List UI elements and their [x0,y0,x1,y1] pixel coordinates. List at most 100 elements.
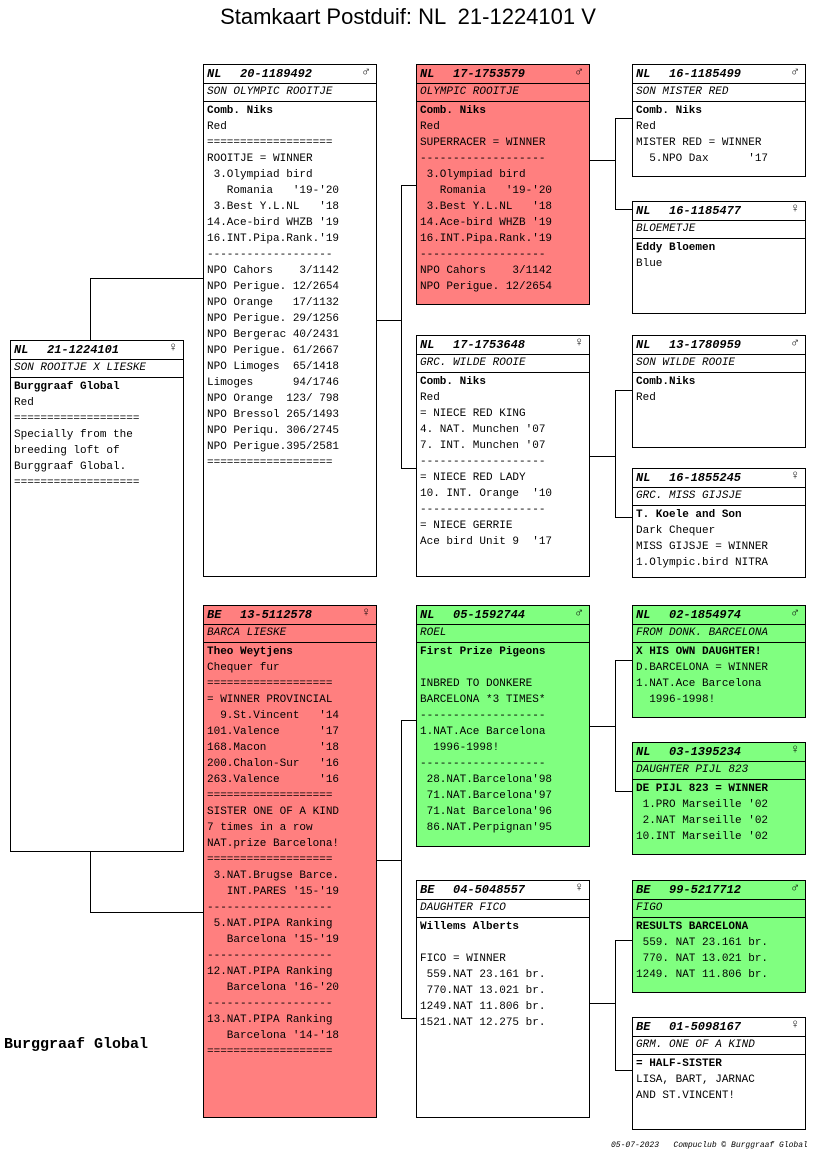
country-code: BE [636,1020,651,1034]
connector-line [589,160,615,161]
connector-line [615,791,633,792]
card-line: Comb.Niks [636,376,696,388]
card-line: =================== [207,457,333,469]
card-line: Red [14,397,34,409]
country-code: NL [420,67,435,81]
connector-line [615,209,633,210]
card-line: ------------------- [420,249,546,261]
country-code: NL [636,745,651,759]
card-line: NPO Perigue. 29/1256 [207,313,340,325]
pigeon-name: OLYMPIC ROOITJE [417,83,589,102]
card-line: =================== [207,1046,333,1058]
sex-symbol-icon: ♀ [791,201,799,216]
sex-symbol-icon: ♂ [791,64,799,79]
country-code: NL [420,608,435,622]
card-line: Red [420,392,440,404]
card-line: Romania '19-'20 [207,185,340,197]
card-line: FICO = WINNER [420,953,506,965]
card-line: NPO Orange 17/1132 [207,297,340,309]
country-code: BE [207,608,222,622]
card-line: 12.NAT.PIPA Ranking [207,966,333,978]
ring-number: 03-1395234 [669,745,742,759]
connector-line [401,185,402,469]
pigeon-name: SON MISTER RED [633,83,805,102]
card-line [420,935,589,951]
connector-line [90,912,204,913]
country-code: NL [636,204,651,218]
card-line: breeding loft of [14,445,120,457]
card-line: 559. NAT 23.161 br. [636,937,769,949]
card-line: SUPERRACER = WINNER [420,137,546,149]
ring-number: 17-1753579 [453,67,526,81]
card-line: Limoges 94/1746 [207,377,340,389]
ring-number: 99-5217712 [669,883,742,897]
card-line: = NIECE RED KING [420,408,526,420]
card-line: =================== [207,790,333,802]
page-title: Stamkaart Postduif: NL 21-1224101 V [220,4,596,29]
card-line: Comb. Niks [207,105,274,117]
sex-symbol-icon: ♂ [791,880,799,895]
card-line: Eddy Bloemen [636,242,716,254]
card-line: 3.Olympiad bird [207,169,313,181]
card-line [420,660,589,676]
pigeon-name: SON ROOITJE X LIESKE [11,359,183,378]
sex-symbol-icon: ♀ [575,880,583,895]
pigeon-name: BLOEMETJE [633,220,805,239]
connector-line [615,390,616,518]
card-line: Burggraaf Global [14,381,120,393]
card-line: NPO Cahors 3/1142 [420,265,553,277]
card-line: NPO Bergerac 40/2431 [207,329,340,341]
card-line: Ace bird Unit 9 '17 [420,536,553,548]
card-line: Barcelona '15-'19 [207,934,340,946]
card-line: ------------------- [420,153,546,165]
card-line: Dark Chequer [636,525,716,537]
card-line: 1.NAT.Ace Barcelona [636,678,762,690]
card-line: NPO Perigue. 12/2654 [420,281,553,293]
card-line: 3.Best Y.L.NL '18 [207,201,340,213]
card-line: = WINNER PROVINCIAL [207,694,333,706]
card-line: AND ST.VINCENT! [636,1090,736,1102]
card-line: BARCELONA *3 TIMES* [420,694,546,706]
connector-line [589,1003,615,1004]
ring-number: 16-1855245 [669,471,742,485]
card-line: NPO Perigue. 12/2654 [207,281,340,293]
card-line: 1.Olympic.bird NITRA [636,557,769,569]
sex-symbol-icon: ♂ [575,605,583,620]
card-line: 1996-1998! [420,742,500,754]
card-line: Red [636,121,656,133]
pigeon-name: GRC. WILDE ROOIE [417,354,589,373]
card-line: =================== [207,854,333,866]
card-line: T. Koele and Son [636,509,742,521]
card-line: 10. INT. Orange '10 [420,488,553,500]
card-line: 16.INT.Pipa.Rank.'19 [420,233,553,245]
sex-symbol-icon: ♂ [791,335,799,350]
card-line: 13.NAT.PIPA Ranking [207,1014,333,1026]
card-line: INBRED TO DONKERE [420,678,533,690]
card-line: 3.NAT.Brugse Barce. [207,870,340,882]
card-line: 4. NAT. Munchen '07 [420,424,546,436]
card-line: 14.Ace-bird WHZB '19 [207,217,340,229]
card-line: Chequer fur [207,662,280,674]
ring-number: 05-1592744 [453,608,526,622]
card-line: SISTER ONE OF A KIND [207,806,340,818]
connector-line [401,1018,417,1019]
connector-line [615,940,633,941]
connector-line [589,456,615,457]
pigeon-name: FROM DONK. BARCELONA [633,624,805,643]
card-line: 1.NAT.Ace Barcelona [420,726,546,738]
connector-line [615,1070,633,1071]
card-line: Willems Alberts [420,921,520,933]
